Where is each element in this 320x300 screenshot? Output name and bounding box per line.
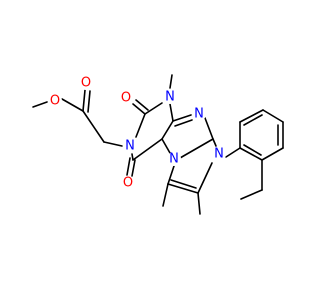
bond-n3-c2 xyxy=(135,113,146,138)
bond-c5-methyl xyxy=(162,183,169,207)
structure-svg: O O N O N N N N xyxy=(32,74,284,215)
atom-o-c6-carbonyl: O xyxy=(121,176,135,191)
bond-c9a-naryl xyxy=(212,138,217,147)
bond-c4a-nbridge xyxy=(161,138,171,154)
atom-n-aryl-label: N xyxy=(214,147,224,162)
bond-c8a-nimine-2 xyxy=(174,119,193,127)
atom-n-aryl: N xyxy=(212,147,226,162)
atom-n-bridge: N xyxy=(167,152,181,167)
bond-layer xyxy=(32,74,284,215)
atom-o-ester-ether: O xyxy=(48,94,62,109)
atom-n3-label: N xyxy=(125,139,135,154)
bond-c5-c6p-2 xyxy=(170,179,197,189)
bond-ch2-n3 xyxy=(103,141,123,147)
molecule-diagram: O O N O N N N N xyxy=(32,74,284,215)
atom-o-c2-carbonyl: O xyxy=(119,91,133,106)
bond-ar-2 xyxy=(239,109,264,123)
bond-ar-6 xyxy=(239,147,263,161)
bond-ester-co-1 xyxy=(82,89,86,112)
bond-c4a-c6 xyxy=(132,138,163,161)
bond-c6p-methyl xyxy=(197,192,201,215)
bond-nimine-c9a xyxy=(204,117,214,140)
bond-ethyl-ch3 xyxy=(240,189,263,200)
bond-c2-o-1 xyxy=(132,103,146,115)
bond-o-carbonylc xyxy=(61,98,84,112)
bond-c2-o-2 xyxy=(135,99,149,111)
atom-n-imine: N xyxy=(192,107,206,122)
atom-o-ester-ether-label: O xyxy=(50,94,60,109)
bond-nbridge-c5 xyxy=(167,165,175,185)
bond-ar-3 xyxy=(262,109,284,123)
bond-carbonylc-ch2 xyxy=(82,110,105,143)
bond-n1-methyl xyxy=(169,74,173,89)
bond-c6p-naryl xyxy=(197,162,213,194)
bond-ester-co-2 xyxy=(87,90,91,113)
bond-c6-n3 xyxy=(131,153,134,161)
bond-c5-c6p-1 xyxy=(167,183,199,194)
atom-o-c2-label: O xyxy=(121,91,131,106)
bond-ar-2-inner xyxy=(243,114,263,126)
bond-nbridge-c9a xyxy=(179,138,214,159)
bond-ar-6-inner xyxy=(243,144,262,156)
atom-n1-label: N xyxy=(165,90,175,105)
bond-c8a-nimine-1 xyxy=(172,114,192,122)
atom-n1: N xyxy=(163,90,177,105)
atom-o-c6-label: O xyxy=(123,176,133,191)
bond-ome-methyl xyxy=(32,101,48,108)
bond-n1-c8a xyxy=(169,103,174,122)
bond-c8a-c4a xyxy=(161,120,174,140)
bond-c6-o-1 xyxy=(126,157,131,176)
atom-n-imine-label: N xyxy=(194,107,204,122)
bond-naryl-ipso xyxy=(225,147,241,158)
atom-label-layer: O O N O N N N N xyxy=(48,76,226,191)
atom-n-bridge-label: N xyxy=(169,152,179,167)
atom-o-ester-carbonyl: O xyxy=(79,76,93,91)
bond-ar-5 xyxy=(261,147,284,161)
atom-n3: N xyxy=(123,139,137,154)
atom-o-ester-carbonyl-label: O xyxy=(81,76,91,91)
bond-c6-o-2 xyxy=(131,159,136,177)
bond-c2-n1 xyxy=(144,102,163,115)
